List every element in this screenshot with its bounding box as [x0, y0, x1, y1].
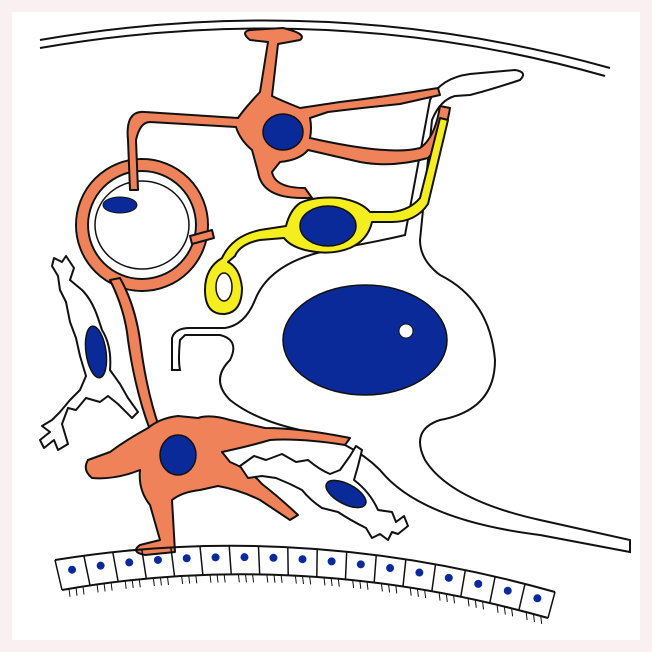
ependymal-nucleus	[154, 556, 162, 564]
ependymal-cilium	[182, 576, 183, 584]
ependymal-nucleus	[125, 558, 133, 566]
ependymal-cilium	[310, 576, 311, 584]
ependymal-cilium	[111, 583, 112, 591]
ependymal-cilium	[439, 593, 440, 601]
ependymal-cilium	[104, 583, 105, 591]
ependymal-cell-wall	[490, 577, 495, 603]
ependymal-cilium	[69, 589, 70, 597]
ependymal-cilium	[224, 574, 225, 582]
ependymal-cilium	[338, 579, 339, 587]
ependymal-nucleus	[533, 594, 541, 602]
ependymal-cilium	[396, 585, 397, 593]
ependymal-cilium	[274, 575, 275, 583]
ependymal-nucleus	[445, 574, 453, 582]
ependymal-nucleus	[269, 554, 277, 562]
ependymal-basal-line	[62, 574, 548, 618]
ependymal-cell-wall	[229, 546, 231, 575]
ependymal-cilium	[267, 575, 268, 583]
ependymal-cilium	[153, 578, 154, 586]
ependymal-nucleus	[212, 553, 220, 561]
ependymal-cilium	[389, 584, 390, 592]
ependymal-nucleus	[240, 553, 248, 561]
capillary	[76, 159, 208, 291]
ependymal-cell-wall	[432, 564, 436, 591]
ependymal-cell-wall	[84, 556, 90, 586]
ependymal-cilium	[253, 574, 254, 582]
ependymal-cilium	[454, 595, 455, 603]
ependymal-nucleus	[299, 555, 307, 563]
ependymal-cilium	[353, 580, 354, 588]
ependymal-cell-wall	[548, 592, 555, 618]
ependymal-nucleus	[357, 560, 365, 568]
ependymal-cilium	[281, 575, 282, 583]
surface-membrane-outer	[40, 20, 610, 68]
ependymal-cell-wall	[461, 570, 466, 597]
ependymal-cilium	[210, 575, 211, 583]
ependymal-cell-wall	[345, 552, 346, 580]
ependymal-cilium	[295, 576, 296, 584]
ependymal-cilium	[217, 575, 218, 583]
ependymal-cilium	[196, 575, 197, 583]
ependymal-cilium	[97, 584, 98, 592]
oligodendrocyte-loop	[216, 273, 232, 301]
astrocyte-bottom-nucleus	[160, 435, 196, 475]
ependymal-cilium	[238, 574, 239, 582]
ependymal-cilium	[410, 588, 411, 596]
endothelial-nucleus	[103, 197, 137, 213]
ependymal-cilium	[331, 578, 332, 586]
ependymal-cilium	[360, 581, 361, 589]
ependymal-cell-wall	[403, 559, 406, 586]
ependymal-nucleus	[415, 569, 423, 577]
ependymal-cell-wall	[55, 560, 62, 590]
ependymal-nucleus	[386, 564, 394, 572]
ependymal-cilium	[125, 581, 126, 589]
ependymal-cilium	[367, 582, 368, 590]
ependymal-cilium	[167, 577, 168, 585]
ependymal-nucleus	[68, 566, 76, 574]
ependymal-nucleus	[97, 562, 105, 570]
ependymal-cilium	[245, 574, 246, 582]
ependymal-cilium	[324, 577, 325, 585]
ependymal-cilium	[417, 589, 418, 597]
ependymal-cell-wall	[113, 552, 118, 582]
ependymal-nucleus	[474, 580, 482, 588]
ependymal-cilium	[446, 594, 447, 602]
ependymal-cell-wall	[200, 546, 203, 575]
ependymal-cilium	[132, 580, 133, 588]
ependymal-nucleus	[183, 554, 191, 562]
surface-membrane	[40, 20, 610, 76]
ependymal-cilium	[76, 588, 77, 596]
ependymal-cilium	[425, 590, 426, 598]
ependymal-layer	[55, 546, 555, 624]
astrocyte-top-nucleus	[263, 114, 303, 150]
ependymal-cilium	[303, 576, 304, 584]
ependymal-nucleus	[504, 587, 512, 595]
oligodendrocyte-nucleus	[300, 206, 356, 246]
ependymal-cilium	[160, 577, 161, 585]
ependymal-cilium	[83, 587, 84, 595]
ependymal-cilium	[189, 576, 190, 584]
neuron-nucleus	[283, 285, 447, 395]
capillary-lumen	[95, 181, 189, 269]
ependymal-nucleus	[328, 557, 336, 565]
ependymal-cilium	[139, 579, 140, 587]
ependymal-cell-wall	[258, 546, 259, 574]
surface-membrane-inner	[40, 28, 605, 76]
ependymal-cell-wall	[374, 555, 376, 582]
neuron-nucleolus	[399, 324, 413, 338]
ependymal-cilium	[381, 583, 382, 591]
ependymal-cell-wall	[519, 584, 525, 610]
